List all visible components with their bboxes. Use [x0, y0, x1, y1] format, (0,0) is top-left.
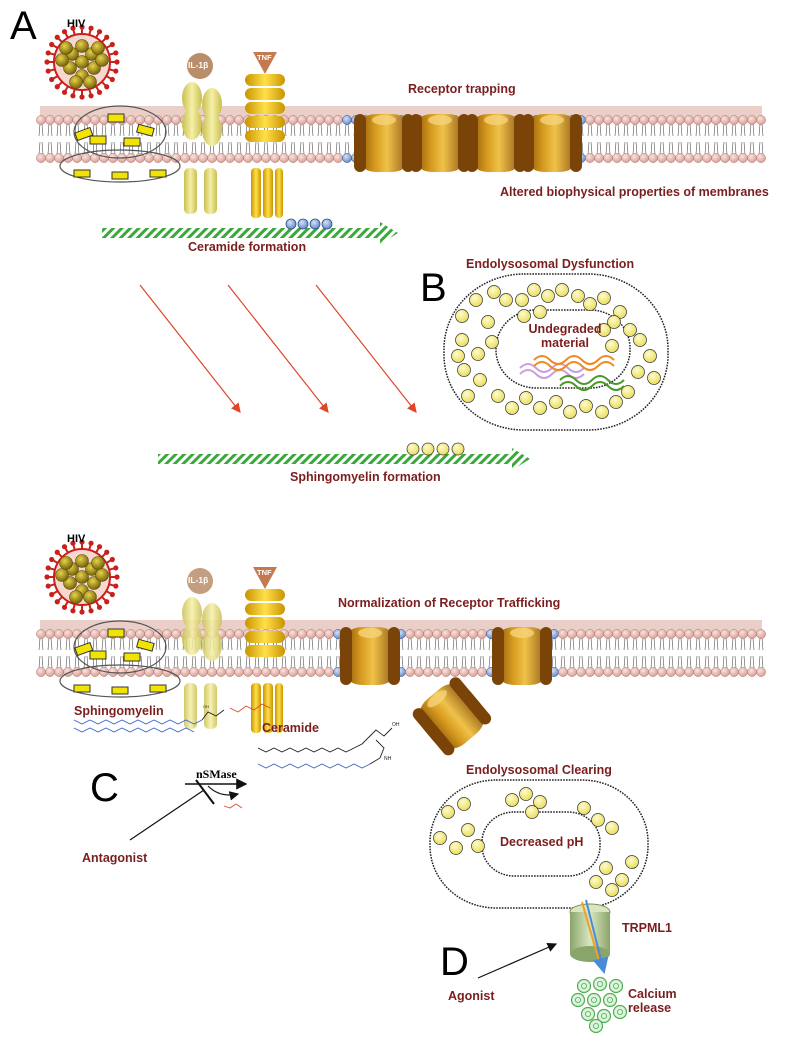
- ceramide-label: Ceramide: [262, 721, 319, 735]
- normalization-label: Normalization of Receptor Trafficking: [338, 596, 561, 610]
- il1b-receptor-icon: [182, 568, 222, 729]
- calcium-ion-icon: [586, 992, 602, 1008]
- trapped-receptors: [354, 114, 582, 172]
- sphingomyelin-label: Sphingomyelin: [74, 704, 164, 718]
- il1b-receptor-icon: [182, 53, 222, 214]
- panel-label-c: C: [90, 766, 119, 810]
- receptor-channel-icon: [492, 627, 552, 685]
- endolysosomal-dysfunction-label: Endolysosomal Dysfunction: [466, 257, 635, 271]
- agonist-arrow: [477, 942, 558, 979]
- endolysosome-dysfunction: [443, 273, 669, 431]
- hiv-virion-icon: [44, 539, 120, 615]
- nsmase-label: nSMase: [196, 767, 237, 781]
- sphingomyelin-formation-label: Sphingomyelin formation: [290, 470, 441, 484]
- svg-text:OH: OH: [392, 722, 400, 728]
- il1b-label-bottom: IL-1β: [188, 575, 209, 585]
- hiv-receptor-complex-icon: [59, 105, 181, 183]
- tnf-receptor-icon: [245, 52, 285, 218]
- calcium-release-label: Calcium release: [628, 987, 677, 1015]
- sphingomyelin-structure: OH: [73, 703, 271, 733]
- panel-label-a: A: [10, 4, 37, 48]
- receptor-channel-icon: [466, 114, 526, 172]
- svg-text:OH: OH: [203, 704, 209, 709]
- agonist-label: Agonist: [448, 989, 495, 1003]
- panel-label-b: B: [420, 266, 447, 310]
- calcium-ion-icon: [576, 978, 592, 994]
- panel-label-d: D: [440, 940, 469, 984]
- calcium-ion-icon: [602, 992, 618, 1008]
- receptor-channel-icon: [354, 114, 414, 172]
- undegraded-material-icon: [519, 355, 625, 391]
- calcium-ion-icon: [592, 976, 608, 992]
- trpml1-label: TRPML1: [622, 921, 672, 935]
- calcium-ion-icon: [580, 1006, 596, 1022]
- hiv-receptor-complex-icon: [59, 620, 181, 698]
- il1b-label-top: IL-1β: [188, 60, 209, 70]
- receptor-trapping-label: Receptor trapping: [408, 82, 516, 96]
- tnf-label-bottom: TNF: [257, 568, 272, 577]
- antagonist-label: Antagonist: [82, 851, 148, 865]
- calcium-ion-icon: [596, 1008, 612, 1024]
- receptor-channel-icon: [522, 114, 582, 172]
- red-arrows: [139, 284, 417, 413]
- calcium-ion-icon: [588, 1018, 604, 1034]
- calcium-ions: [570, 976, 628, 1034]
- hiv-virion-icon: [44, 24, 120, 100]
- decreased-ph-label: Decreased pH: [500, 835, 584, 849]
- ceramide-formation-label: Ceramide formation: [188, 240, 307, 254]
- trpml1-channel-icon: [569, 899, 611, 974]
- ceramide-formation-arrow: [102, 218, 398, 244]
- calcium-ion-icon: [570, 992, 586, 1008]
- calcium-ion-icon: [608, 978, 624, 994]
- normalized-receptors: [340, 627, 552, 756]
- endolysosomal-clearing-label: Endolysosomal Clearing: [466, 763, 612, 777]
- ceramide-structure: OH NH: [257, 722, 400, 769]
- receptor-channel-icon: [412, 677, 492, 756]
- hiv-label-top: HIV: [67, 18, 86, 30]
- endolysosome-clearing: [429, 779, 649, 909]
- undegraded-material-label: Undegraded material: [528, 322, 602, 350]
- tnf-label-top: TNF: [257, 53, 272, 62]
- tnf-receptor-icon: [245, 567, 285, 733]
- calcium-ion-icon: [612, 1004, 628, 1020]
- receptor-channel-icon: [410, 114, 470, 172]
- receptor-channel-icon: [340, 627, 400, 685]
- sphingomyelin-formation-arrow: [158, 442, 530, 470]
- hiv-label-bottom: HIV: [67, 533, 86, 545]
- antagonist-inhibitor-line: [129, 779, 215, 841]
- svg-text:NH: NH: [384, 756, 392, 762]
- nsmase-reaction-arrow: [185, 778, 248, 809]
- altered-membranes-label: Altered biophysical properties of membra…: [500, 185, 769, 199]
